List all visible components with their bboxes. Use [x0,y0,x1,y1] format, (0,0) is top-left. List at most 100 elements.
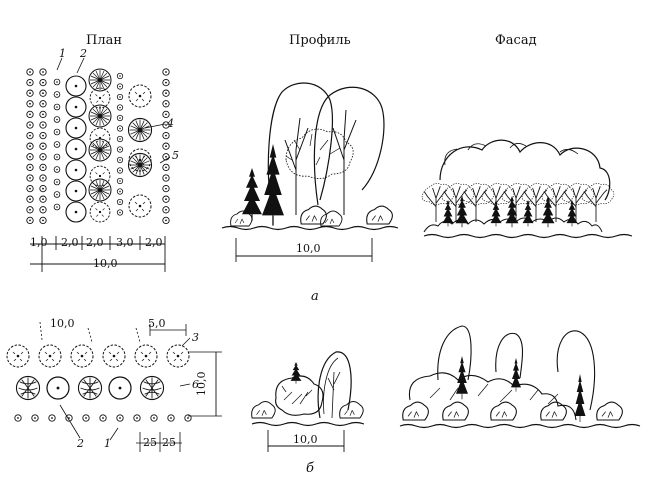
shrub-symbol [26,100,34,108]
dim-a-2: 2,0 [61,236,79,249]
tree-symbol [88,178,112,202]
shrub-symbol [82,414,90,422]
callout-1b: 1 [104,437,111,450]
variant-b-label: б [306,461,314,476]
tree-symbol [88,68,112,92]
shrub-symbol [53,103,61,111]
tree-symbol [65,117,87,139]
shrub-symbol [162,174,170,182]
shrub-symbol [162,184,170,193]
callout-4: 4 [167,117,174,130]
shrub-symbol [162,100,170,108]
dim-a-1: 1,0 [30,236,48,249]
tree-symbol [65,96,87,118]
plan-b [6,321,222,452]
shrub-symbol [14,414,22,422]
callout-6: 6 [192,378,199,391]
callout-3: 3 [192,331,199,344]
shrub-symbol [26,216,34,225]
tree-symbol [127,117,153,143]
shrub-symbol [26,195,34,203]
shrub-symbol [162,68,170,76]
shrub-symbol [26,68,34,76]
profile-b [251,351,365,452]
shrub-symbol [162,142,170,150]
shrub-symbol [116,125,124,132]
shrub-symbol [39,100,47,108]
shrub-symbol [39,174,47,182]
tree-symbol [38,344,62,368]
shrub-symbol [116,104,124,111]
profile-a [221,82,399,262]
shrub-symbol [116,177,124,185]
tree-symbol [108,376,132,400]
shrub-symbol [116,156,124,164]
shrub-symbol [116,114,124,122]
shrub-symbol [116,188,124,195]
shrub-symbol [116,209,124,216]
shrub-symbol [162,195,170,203]
shrub-symbol [53,178,61,186]
shrub-symbol [162,131,170,140]
shrub-symbol [150,414,158,422]
tree-symbol [46,376,70,400]
dim-a-5: 2,0 [145,236,163,249]
tree-symbol [65,138,87,160]
shrub-symbol [162,216,170,225]
shrub-symbol [26,142,34,150]
variant-a-label: а [311,289,319,304]
shrub-symbol [26,121,34,129]
shrub-symbol [39,121,47,129]
shrub-symbol [26,89,34,97]
shrub-symbol [116,414,124,422]
dim-b-s1: 25 [143,436,157,449]
shrub-symbol [53,166,61,173]
shrub-symbol [53,191,61,198]
dim-a-total: 10,0 [93,257,118,270]
shrub-symbol [53,116,61,123]
shrub-symbol [53,128,61,136]
callout-2: 2 [80,47,87,60]
shrub-symbol [26,78,34,87]
shrub-symbol [162,206,170,214]
tree-symbol [65,159,87,181]
tree-symbol [128,194,152,218]
shrub-symbol [116,83,124,90]
facade-a [421,139,633,239]
shrub-symbol [53,141,61,148]
dim-b-side: 10,0 [195,371,208,397]
shrub-symbol [167,414,175,422]
conifer-symbol [505,195,519,228]
tree-symbol [65,201,87,223]
tree-symbol [561,182,595,223]
shrub-symbol [39,195,47,203]
shrub-symbol [39,68,47,76]
shrub-symbol [39,163,47,172]
facade-b [399,325,641,429]
dim-b-s2: 25 [162,436,176,449]
shrub-symbol [116,146,124,153]
shrub-symbol [39,184,47,193]
callout-1: 1 [59,47,66,60]
dim-b-top-right: 5,0 [148,317,166,330]
shrub-symbol [26,174,34,182]
shrub-symbol [133,414,141,422]
shrub-symbol [39,153,47,161]
tree-symbol [6,344,30,368]
shrub-symbol [53,78,61,86]
shrub-symbol [53,91,61,98]
plan-a [26,57,171,272]
shrub-symbol [39,142,47,150]
shrub-symbol [26,110,34,119]
shrub-symbol [39,89,47,97]
tree-symbol [102,344,126,368]
tree-symbol [65,75,87,97]
facade-header: Фасад [495,33,537,48]
shrub-symbol [116,93,124,101]
tree-symbol [128,84,152,108]
tree-symbol [70,344,94,368]
shrub-symbol [53,153,61,161]
shrub-symbol [39,131,47,140]
callout-5: 5 [172,149,179,162]
